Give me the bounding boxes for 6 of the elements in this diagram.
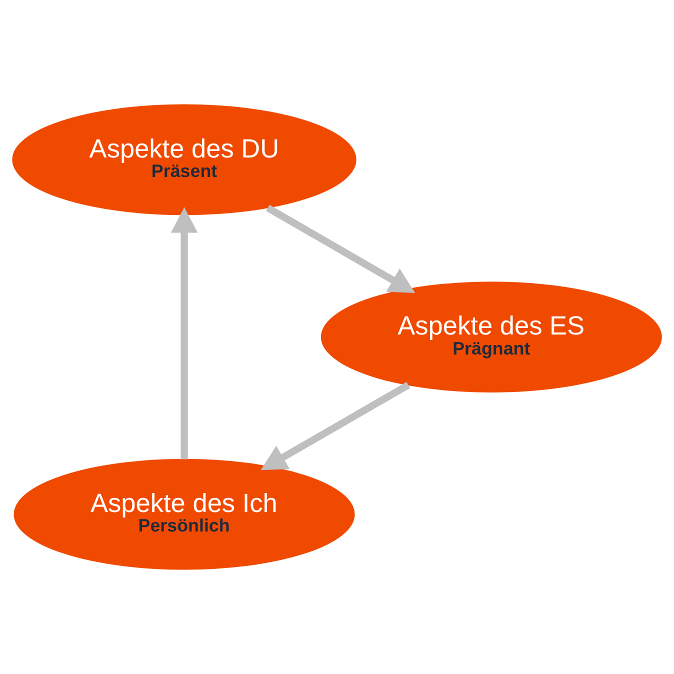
arrow: [170, 207, 198, 460]
node-ellipse: Aspekte des Ich Persönlich: [14, 458, 355, 570]
arrow: [266, 204, 416, 293]
node-ellipse: Aspekte des ES Prägnant: [320, 282, 662, 392]
arrow: [260, 382, 410, 470]
node-ellipse: Aspekte des DU Präsent: [12, 104, 356, 216]
